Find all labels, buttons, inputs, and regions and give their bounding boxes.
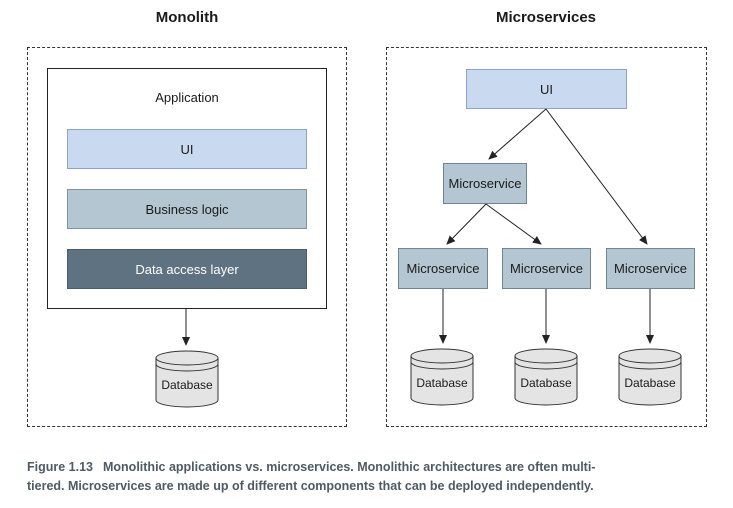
microservices-frame — [386, 47, 707, 427]
business-logic-layer: Business logic — [67, 189, 307, 229]
arrow-ui-to-gateway — [488, 108, 547, 160]
caption-line-1: Figure 1.13 Monolithic applications vs. m… — [27, 458, 727, 477]
data-access-layer: Data access layer — [67, 249, 307, 289]
microservice-database-2: Database — [514, 348, 578, 406]
database-label: Database — [161, 378, 213, 392]
caption-line-2: tiered. Microservices are made up of dif… — [27, 479, 594, 493]
database-icon — [410, 348, 474, 406]
caption-text-1: Monolithic applications vs. microservice… — [103, 460, 596, 474]
figure-caption: Figure 1.13 Monolithic applications vs. m… — [27, 458, 727, 496]
database-label: Database — [416, 376, 468, 390]
arrow-ui-to-service-3 — [545, 108, 648, 245]
figure-number: Figure 1.13 — [27, 460, 93, 474]
database-icon — [514, 348, 578, 406]
arrow-gateway-to-service-2 — [485, 203, 542, 245]
microservice-database-1: Database — [410, 348, 474, 406]
database-icon — [155, 350, 219, 408]
ui-layer: UI — [67, 129, 307, 169]
microservice-database-3: Database — [618, 348, 682, 406]
microservice-3: Microservice — [606, 248, 695, 289]
monolith-frame — [27, 47, 347, 427]
database-icon — [618, 348, 682, 406]
microservice-1: Microservice — [398, 248, 488, 289]
monolith-title: Monolith — [155, 9, 219, 26]
database-label: Database — [624, 376, 676, 390]
application-label: Application — [155, 90, 219, 105]
arrow-gateway-to-service-1 — [446, 203, 487, 245]
monolith-database: Database — [155, 350, 219, 408]
microservices-title: Microservices — [495, 9, 597, 26]
microservices-ui-box: UI — [466, 69, 627, 109]
database-label: Database — [520, 376, 572, 390]
microservice-2: Microservice — [502, 248, 591, 289]
gateway-microservice: Microservice — [443, 163, 527, 204]
